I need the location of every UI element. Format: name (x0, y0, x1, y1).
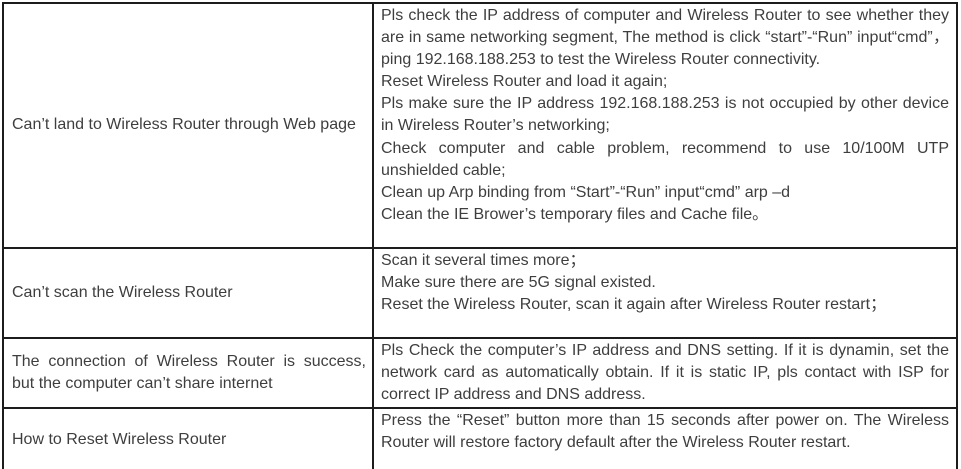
table-row: Can’t scan the Wireless Router Scan it se… (2, 247, 958, 339)
solution-paragraph: Reset the Wireless Router, scan it again… (381, 296, 887, 314)
problem-text: Can’t scan the Wireless Router (12, 283, 233, 301)
problem-text: Can’t land to Wireless Router through We… (12, 116, 356, 134)
table-row: Can’t land to Wireless Router through We… (2, 2, 958, 249)
solution-paragraph: Clean the IE Brower’s temporary files an… (381, 205, 769, 223)
problem-text: How to Reset Wireless Router (12, 430, 227, 448)
solution-paragraph: Pls check the IP address of computer and… (381, 7, 950, 69)
solution-paragraph: Reset Wireless Router and load it again; (381, 73, 668, 91)
problem-text: The connection of Wireless Router is suc… (12, 353, 366, 393)
solution-paragraph: Clean up Arp binding from “Start”-“Run” … (381, 183, 791, 201)
problem-cell: The connection of Wireless Router is suc… (2, 336, 374, 410)
solution-paragraph: Pls Check the computer’s IP address and … (381, 342, 949, 404)
problem-cell: Can’t land to Wireless Router through We… (2, 2, 374, 249)
solution-paragraph: Scan it several times more； (381, 252, 586, 269)
solution-cell: Scan it several times more； Make sure the… (372, 247, 958, 339)
solution-paragraph: Pls make sure the IP address 192.168.188… (381, 95, 949, 135)
solution-paragraph: Make sure there are 5G signal existed. (381, 274, 656, 292)
solution-cell: Pls check the IP address of computer and… (372, 2, 958, 249)
problem-cell: Can’t scan the Wireless Router (2, 247, 374, 339)
solution-paragraph: Press the “Reset” button more than 15 se… (381, 412, 949, 452)
solution-cell: Pls Check the computer’s IP address and … (372, 336, 958, 410)
table-row: How to Reset Wireless Router Press the “R… (2, 407, 958, 469)
solution-paragraph: Check computer and cable problem, recomm… (381, 139, 949, 179)
solution-cell: Press the “Reset” button more than 15 se… (372, 407, 958, 469)
table-row: The connection of Wireless Router is suc… (2, 336, 958, 410)
problem-cell: How to Reset Wireless Router (2, 407, 374, 469)
